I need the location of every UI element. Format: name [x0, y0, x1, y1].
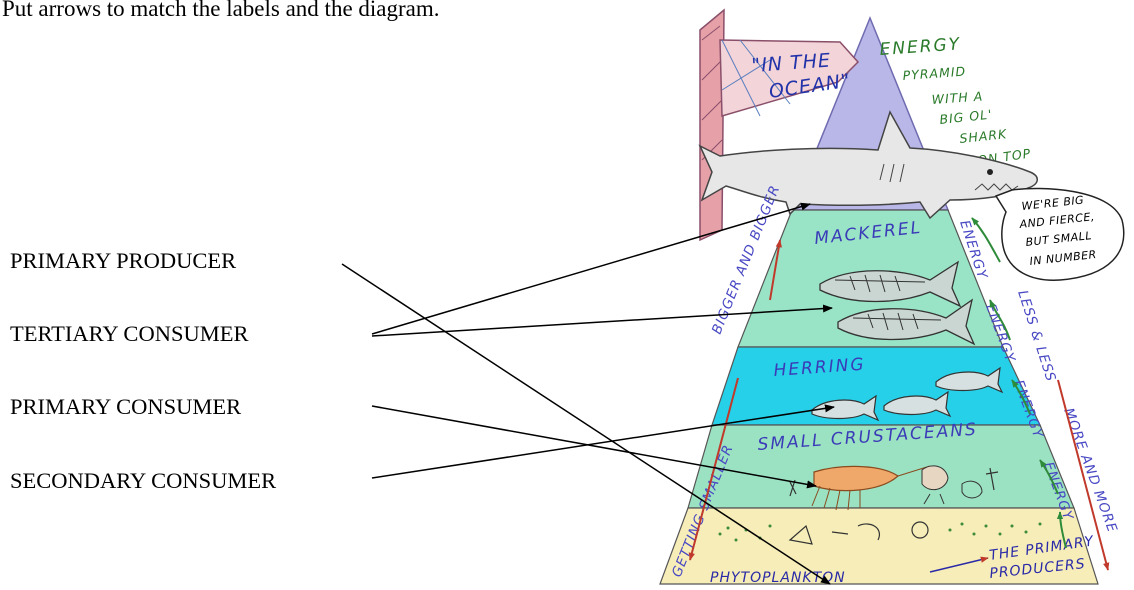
tier-label-phytoplankton: PHYTOPLANKTON [710, 570, 846, 586]
heading-with-a: WITH A [931, 88, 984, 107]
arrow-primary-producer-to-phytoplankton [341, 263, 831, 585]
arrow-tertiary-consumer-to-shark [371, 202, 811, 335]
label-secondary-consumer: SECONDARY CONSUMER [10, 468, 276, 493]
mackerel-fish [819, 260, 976, 346]
crustaceans [789, 465, 999, 511]
side-arrow-left-bottom [688, 377, 739, 561]
heading-energy: ENERGY [879, 34, 962, 60]
arrow-secondary-consumer-to-herring [371, 404, 835, 479]
heading-big-ol: BIG OL' [939, 107, 993, 127]
arrow-primary-consumer-to-crustaceans [371, 405, 817, 489]
label-primary-consumer: PRIMARY CONSUMER [10, 394, 241, 419]
label-primary-producer: PRIMARY PRODUCER [10, 248, 236, 273]
herring-fish [811, 366, 1004, 422]
energy-pyramid: AN ENERGY PYRAMID WITH A BIG OL' SHARK O… [659, 8, 1125, 586]
instruction-text: Put arrows to match the labels and the d… [2, 0, 440, 21]
arrow-tertiary-consumer-to-mackerel [371, 304, 833, 337]
label-tertiary-consumer: TERTIARY CONSUMER [10, 321, 248, 346]
heading-pyramid: PYRAMID [902, 64, 966, 83]
side-arrow-left-top [769, 239, 782, 301]
side-arrow-right [1057, 379, 1110, 571]
side-label-less-and-less: LESS & LESS [1014, 288, 1059, 384]
heading-shark: SHARK [959, 126, 1009, 146]
speech-bubble: WE'RE BIG AND FIERCE, BUT SMALL IN NUMBE… [994, 187, 1125, 281]
